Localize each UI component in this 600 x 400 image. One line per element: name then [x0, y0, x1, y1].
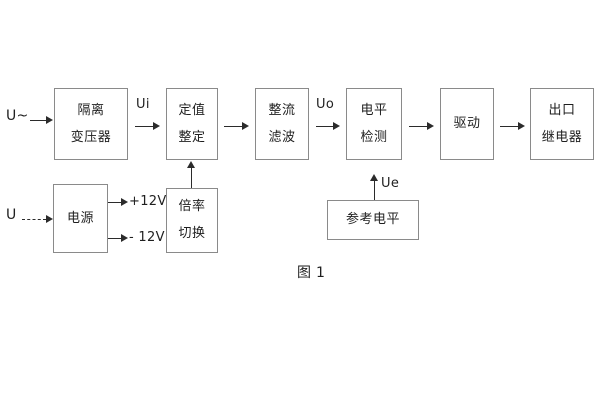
- block-rectify-filter-line2: 滤波: [268, 129, 296, 145]
- input-ac-label: U~: [6, 108, 29, 124]
- block-drive: 驱动: [440, 88, 494, 160]
- level-to-drive-line: [409, 126, 427, 127]
- block-isolation-transformer: 隔离 变压器: [54, 88, 128, 160]
- block-multiplier-switch: 倍率 切换: [166, 188, 218, 253]
- block-multiplier-switch-line1: 倍率: [178, 199, 206, 215]
- input-dc-label: U: [6, 207, 17, 223]
- multiplier-to-setting-arrowhead-icon: [187, 161, 195, 168]
- block-level-detect-line1: 电平: [360, 102, 388, 118]
- ui-connector-line: [135, 126, 153, 127]
- input-dc-dashed-line: [22, 219, 46, 220]
- rail-negative-line: [108, 238, 122, 239]
- block-power-supply: 电源: [53, 184, 108, 253]
- block-isolation-transformer-line2: 变压器: [70, 129, 112, 145]
- block-setting-value-line1: 定值: [178, 102, 206, 118]
- uo-connector-line: [316, 126, 333, 127]
- drive-to-relay-line: [500, 126, 518, 127]
- rail-positive-line: [108, 202, 122, 203]
- signal-ui-label: Ui: [136, 97, 150, 112]
- reference-to-level-arrowhead-icon: [370, 174, 378, 181]
- rail-negative-label: - 12V: [129, 230, 165, 245]
- block-reference-level: 参考电平: [327, 200, 419, 240]
- block-multiplier-switch-line2: 切换: [178, 226, 206, 241]
- setting-to-rectify-line: [224, 126, 242, 127]
- block-setting-value: 定值 整定: [166, 88, 218, 160]
- block-power-supply-line1: 电源: [66, 210, 94, 226]
- input-ac-arrowhead-icon: [46, 116, 53, 124]
- block-drive-line1: 驱动: [453, 116, 481, 132]
- block-reference-level-line1: 参考电平: [345, 212, 400, 228]
- input-ac-connector-line: [30, 120, 46, 121]
- block-level-detect-line2: 检测: [360, 129, 388, 145]
- block-rectify-filter-line1: 整流: [268, 102, 296, 118]
- block-output-relay: 出口 继电器: [530, 88, 594, 160]
- setting-to-rectify-arrowhead-icon: [242, 122, 249, 130]
- rail-positive-arrowhead-icon: [121, 198, 128, 206]
- signal-ue-label: Ue: [381, 176, 400, 191]
- figure-caption: 图 1: [297, 265, 326, 281]
- block-isolation-transformer-line1: 隔离: [77, 102, 105, 118]
- input-dc-arrowhead-icon: [46, 215, 53, 223]
- rail-positive-label: +12V: [129, 194, 167, 209]
- reference-to-level-line: [374, 181, 375, 200]
- block-rectify-filter: 整流 滤波: [255, 88, 309, 160]
- block-output-relay-line1: 出口: [548, 102, 576, 118]
- block-output-relay-line2: 继电器: [541, 129, 583, 145]
- block-level-detect: 电平 检测: [346, 88, 402, 160]
- multiplier-to-setting-line: [191, 168, 192, 188]
- uo-arrowhead-icon: [333, 122, 340, 130]
- ui-arrowhead-icon: [153, 122, 160, 130]
- rail-negative-arrowhead-icon: [121, 234, 128, 242]
- signal-uo-label: Uo: [316, 97, 335, 112]
- block-setting-value-line2: 整定: [178, 129, 206, 145]
- drive-to-relay-arrowhead-icon: [518, 122, 525, 130]
- level-to-drive-arrowhead-icon: [427, 122, 434, 130]
